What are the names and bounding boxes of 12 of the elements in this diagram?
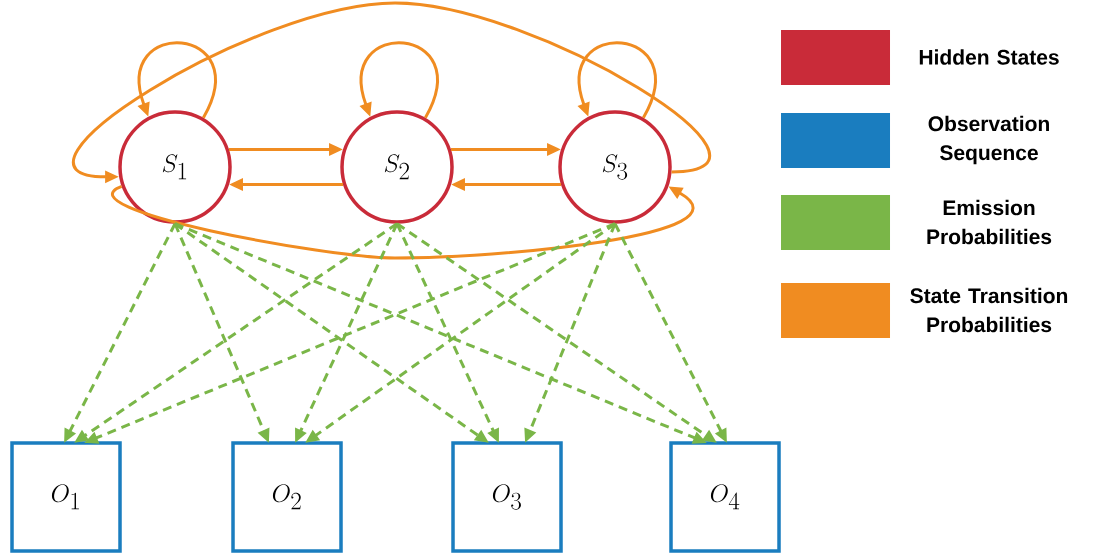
self-loop-arrow	[359, 41, 439, 119]
observation-box: $O_1$	[10, 441, 122, 553]
self-loop-arrow	[577, 41, 657, 119]
legend-label: Emission Probabilities	[927, 199, 1052, 245]
observation-box: $O_2$	[231, 441, 343, 553]
legend-label: State Transition Probabilities	[910, 287, 1068, 333]
observation-box: $O_3$	[451, 441, 563, 553]
legend-label: Observation Sequence	[928, 115, 1049, 165]
legend-label: Hidden States	[919, 49, 1059, 65]
transition-arrow	[112, 185, 694, 260]
self-loop-arrow	[137, 41, 217, 119]
observation-box: $O_4$	[669, 441, 781, 553]
